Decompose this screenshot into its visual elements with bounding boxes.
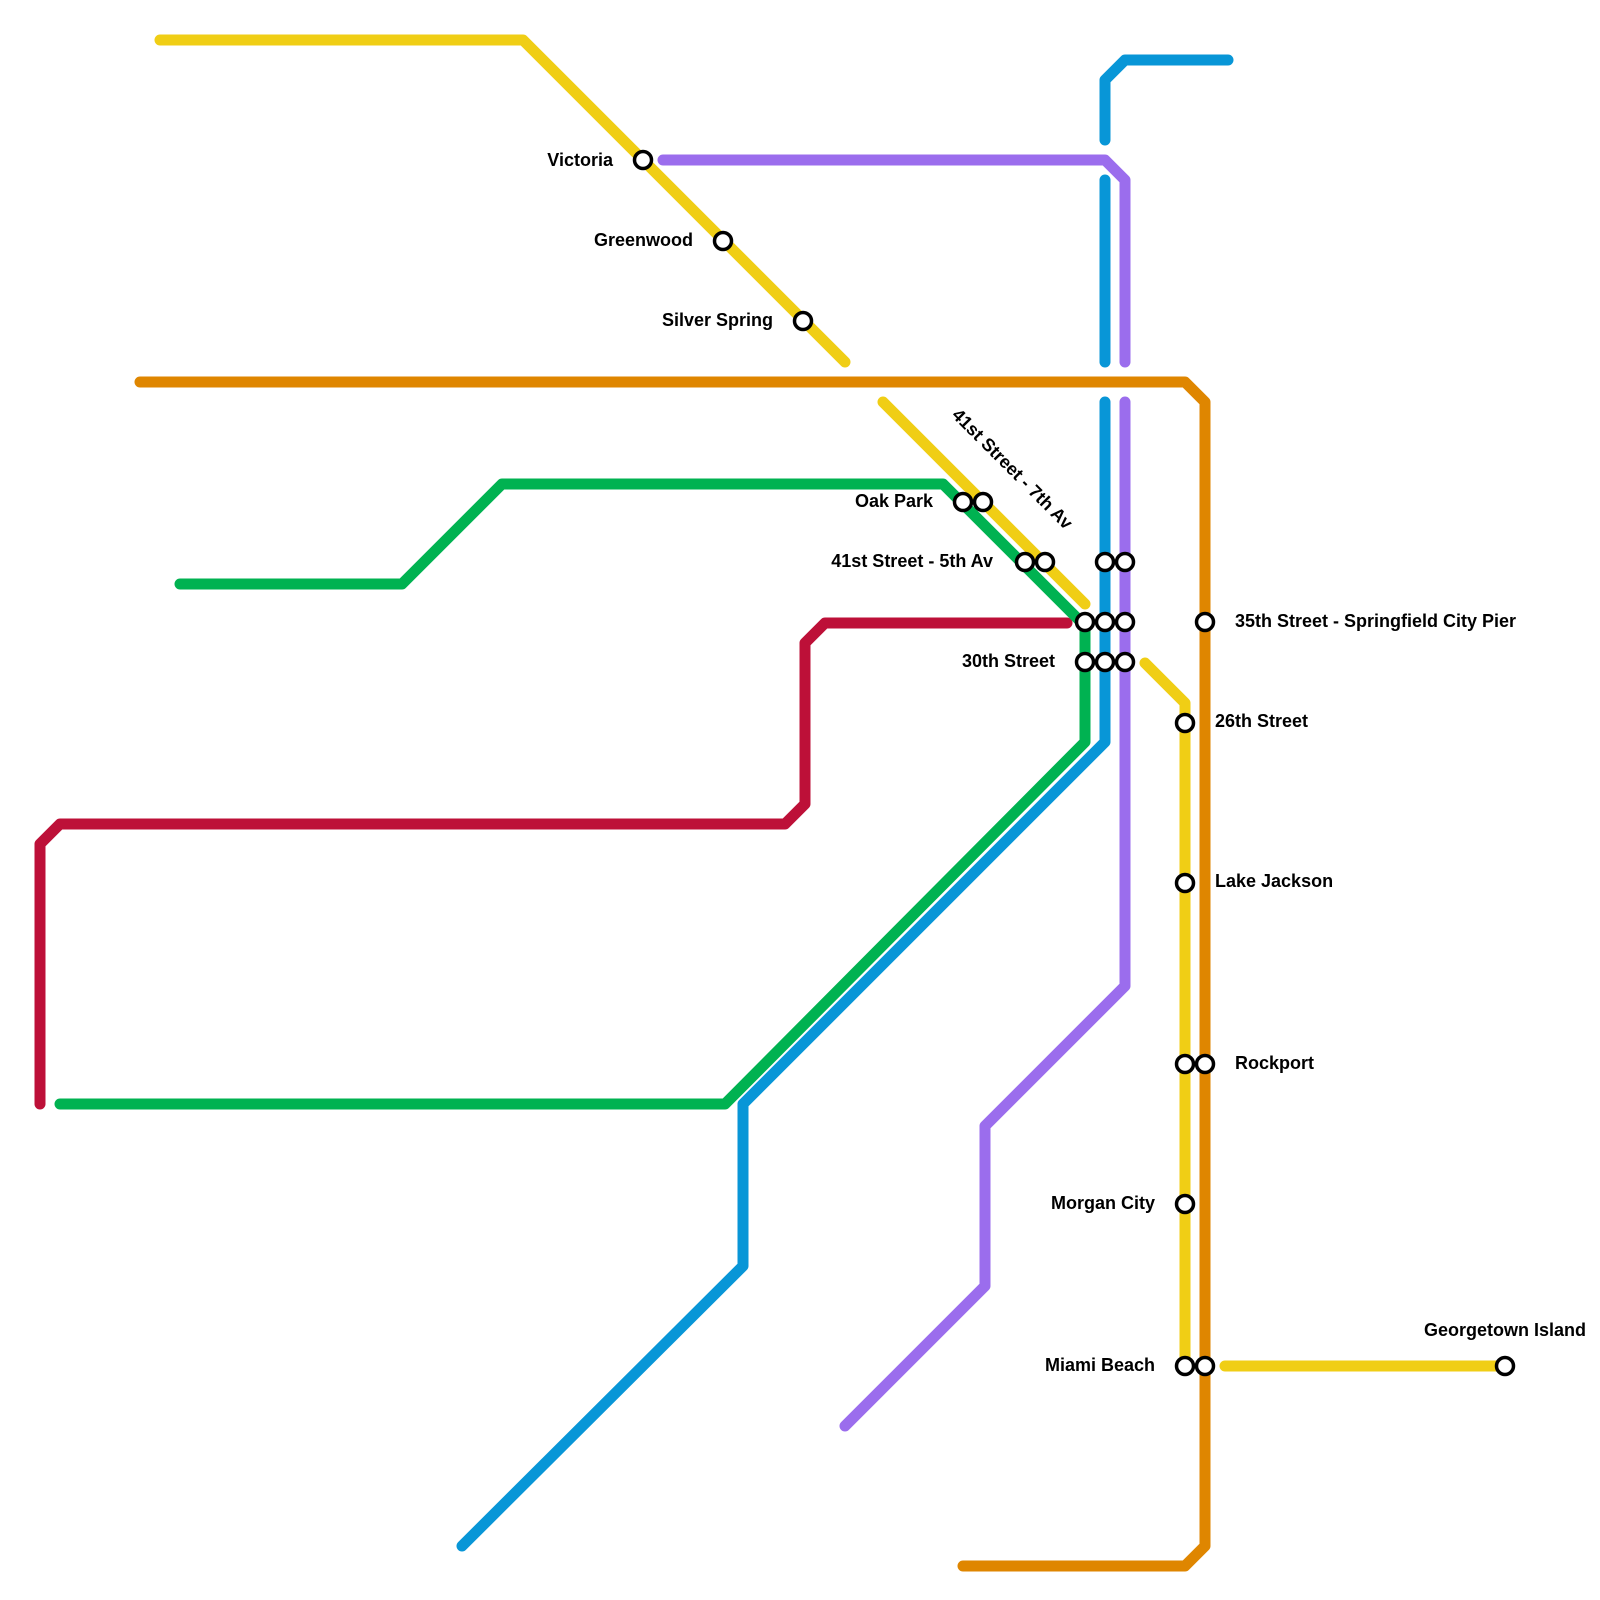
station-greenwood-marker[interactable] [712, 230, 734, 252]
blue-line-main [456, 396, 1111, 1552]
station-greenwood-label: Greenwood [594, 230, 693, 250]
station-30th-label: 30th Street [962, 651, 1055, 671]
yellow-line-south [1139, 657, 1191, 1372]
station-41st-7th-marker[interactable] [1094, 551, 1136, 573]
station-26th-marker[interactable] [1174, 712, 1196, 734]
station-morgan-city-label: Morgan City [1051, 1193, 1155, 1213]
blue-line-north-stub [1099, 54, 1234, 146]
station-26th-label: 26th Street [1215, 711, 1308, 731]
station-30th-marker[interactable] [1074, 651, 1136, 673]
station-41st-5th-marker[interactable] [1014, 551, 1056, 573]
station-lake-jackson-label: Lake Jackson [1215, 871, 1333, 891]
station-transfer-marker[interactable] [1074, 611, 1136, 633]
station-rockport-label: Rockport [1235, 1053, 1314, 1073]
station-lake-jackson-marker[interactable] [1174, 872, 1196, 894]
station-georgetown-island-label: Georgetown Island [1424, 1320, 1586, 1340]
station-georgetown-island-marker[interactable] [1494, 1355, 1516, 1377]
station-victoria-marker[interactable] [632, 149, 654, 171]
green-line-west [54, 478, 1091, 1110]
station-35th-pier-label: 35th Street - Springfield City Pier [1235, 611, 1516, 631]
station-miami-beach-marker[interactable] [1174, 1355, 1216, 1377]
station-oak-park-marker[interactable] [952, 491, 994, 513]
station-silver-spring-label: Silver Spring [662, 310, 773, 330]
station-miami-beach-label: Miami Beach [1045, 1355, 1155, 1375]
route-lines [34, 34, 1511, 1572]
red-line [34, 617, 1073, 1110]
yellow-line-north [154, 34, 851, 368]
station-oak-park-label: Oak Park [855, 491, 934, 511]
purple-line-north [657, 154, 1131, 368]
station-35th-pier-marker[interactable] [1194, 611, 1216, 633]
station-41st-5th-label: 41st Street - 5th Av [831, 551, 993, 571]
orange-line [134, 376, 1211, 1572]
station-victoria-label: Victoria [547, 150, 614, 170]
purple-line-main [839, 396, 1131, 1432]
station-morgan-city-marker[interactable] [1174, 1193, 1196, 1215]
station-rockport-marker[interactable] [1174, 1053, 1216, 1075]
station-silver-spring-marker[interactable] [792, 310, 814, 332]
